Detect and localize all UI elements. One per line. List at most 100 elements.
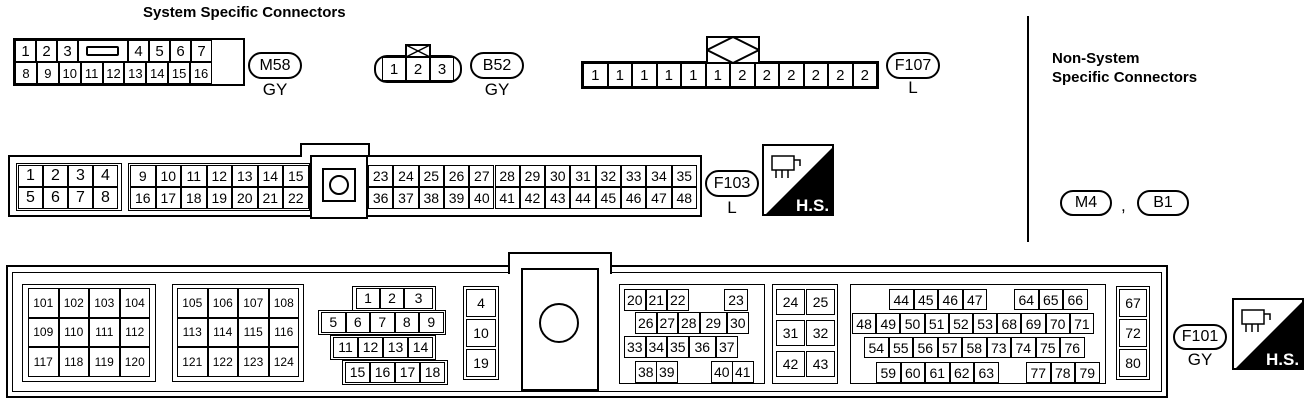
pin-cell: 27 — [469, 165, 495, 187]
pin-cell: 8 — [15, 62, 37, 84]
pin-cell: 18 — [181, 187, 207, 209]
pin-cell: 12 — [206, 165, 232, 187]
pin-cell: 1 — [18, 165, 43, 187]
pin-cell: 45 — [595, 187, 621, 209]
pin-cell: 58 — [962, 337, 987, 358]
system-specific-title: System Specific Connectors — [143, 4, 346, 21]
pin-cell: 21 — [645, 289, 667, 311]
pin-cell: 2 — [43, 165, 68, 187]
pin-cell: 20 — [624, 289, 646, 311]
pin-cell: 31 — [570, 165, 596, 187]
pin-cell: 31 — [776, 320, 805, 346]
pin-cell: 62 — [949, 362, 974, 383]
pin-cell: 69 — [1021, 313, 1046, 334]
pin-cell: 101 — [28, 288, 59, 318]
pin-cell: 67 — [1119, 289, 1147, 317]
pin-cell: 54 — [864, 337, 889, 358]
pin-cell: 57 — [937, 337, 962, 358]
pin-cell: 15 — [168, 62, 191, 84]
pin-cell: 26 — [443, 165, 470, 187]
pin-cell: 61 — [925, 362, 950, 383]
pin-cell: 36 — [368, 187, 394, 209]
pin-cell: 124 — [268, 347, 299, 377]
pin-cell: 43 — [806, 351, 835, 377]
pin-cell: 3 — [68, 165, 93, 187]
pin-cell: 116 — [268, 317, 299, 347]
pin-cell: 37 — [393, 187, 419, 209]
pin-cell: 25 — [418, 165, 444, 187]
pin-cell: 10 — [58, 62, 81, 84]
pin-cell: 121 — [177, 347, 208, 377]
pin-cell: 103 — [89, 288, 120, 318]
pin-cell: 10 — [466, 319, 496, 347]
pin-cell: 27 — [656, 312, 678, 334]
pin-cell: 25 — [806, 289, 835, 315]
hs-triangle-graphic — [766, 148, 832, 214]
pin-cell: 77 — [1026, 362, 1051, 383]
pin-cell: 2 — [828, 63, 853, 87]
pin-cell: 26 — [635, 312, 657, 334]
pin-cell: 76 — [1060, 337, 1085, 358]
pin-cell: 109 — [28, 317, 59, 347]
pin-cell: 42 — [519, 187, 546, 209]
pin-cell: 53 — [973, 313, 998, 334]
pin-cell: 35 — [667, 336, 689, 358]
pin-cell: 49 — [876, 313, 901, 334]
pin-cell: 32 — [806, 320, 835, 346]
f107-lock-tab — [705, 36, 760, 64]
connector-color-f101: GY — [1187, 350, 1213, 369]
pin-cell: 30 — [727, 312, 749, 334]
pin-cell: 51 — [924, 313, 949, 334]
pin-cell: 16 — [130, 187, 156, 209]
pin-cell: 3 — [57, 40, 78, 62]
pin-cell: 75 — [1035, 337, 1060, 358]
pin-cell: 3 — [404, 288, 433, 309]
pin-cell: 70 — [1045, 313, 1070, 334]
pin-cell: 19 — [206, 187, 232, 209]
pin-cell: 1 — [681, 63, 706, 87]
connector-id-m58: M58 — [248, 52, 302, 79]
pin-cell: 119 — [89, 347, 120, 377]
pin-cell: 48 — [671, 187, 697, 209]
hs-label-bottom: H.S. — [1266, 350, 1300, 369]
pin-cell: 4 — [466, 289, 496, 317]
pin-cell: 14 — [146, 62, 169, 84]
non-system-separator: , — [1121, 196, 1126, 215]
connector-id-f107: F107 — [886, 52, 940, 79]
pin-cell: 6 — [170, 40, 191, 62]
f103-top-tab — [300, 143, 370, 157]
pin-cell: 56 — [913, 337, 938, 358]
pin-cell: 9 — [36, 62, 59, 84]
pin-cell: 1 — [705, 63, 730, 87]
pin-cell: 46 — [938, 289, 963, 310]
pin-cell: 22 — [283, 187, 309, 209]
pin-cell: 34 — [646, 165, 672, 187]
pin-cell: 50 — [900, 313, 925, 334]
pin-cell: 45 — [913, 289, 938, 310]
pin-cell: 13 — [383, 337, 408, 358]
pin-cell: 7 — [370, 312, 395, 333]
pin-cell: 13 — [124, 62, 147, 84]
pin-cell: 106 — [207, 288, 238, 318]
non-system-title-line2: Specific Connectors — [1052, 69, 1198, 86]
pin-cell: 5 — [149, 40, 170, 62]
connector-id-f103: F103 — [705, 170, 759, 197]
pin-cell: 11 — [333, 337, 358, 358]
pin-cell: 68 — [997, 313, 1022, 334]
pin-cell: 9 — [130, 165, 156, 187]
pin-cell: 1 — [632, 63, 657, 87]
pin-cell: 38 — [418, 187, 444, 209]
pin-cell: 13 — [232, 165, 258, 187]
pin-cell: 1 — [607, 63, 632, 87]
pin-cell: 48 — [852, 313, 877, 334]
b52-lock-tab — [405, 44, 431, 58]
pin-cell: 79 — [1075, 362, 1100, 383]
pin-cell: 52 — [948, 313, 973, 334]
pin-cell: 2 — [36, 40, 57, 62]
pin-cell: 122 — [207, 347, 238, 377]
pin-cell: 32 — [595, 165, 621, 187]
pin-cell: 1 — [15, 40, 36, 62]
pin-cell: 2 — [380, 288, 404, 309]
pin-cell: 66 — [1063, 289, 1088, 310]
pin-cell: 14 — [408, 337, 433, 358]
